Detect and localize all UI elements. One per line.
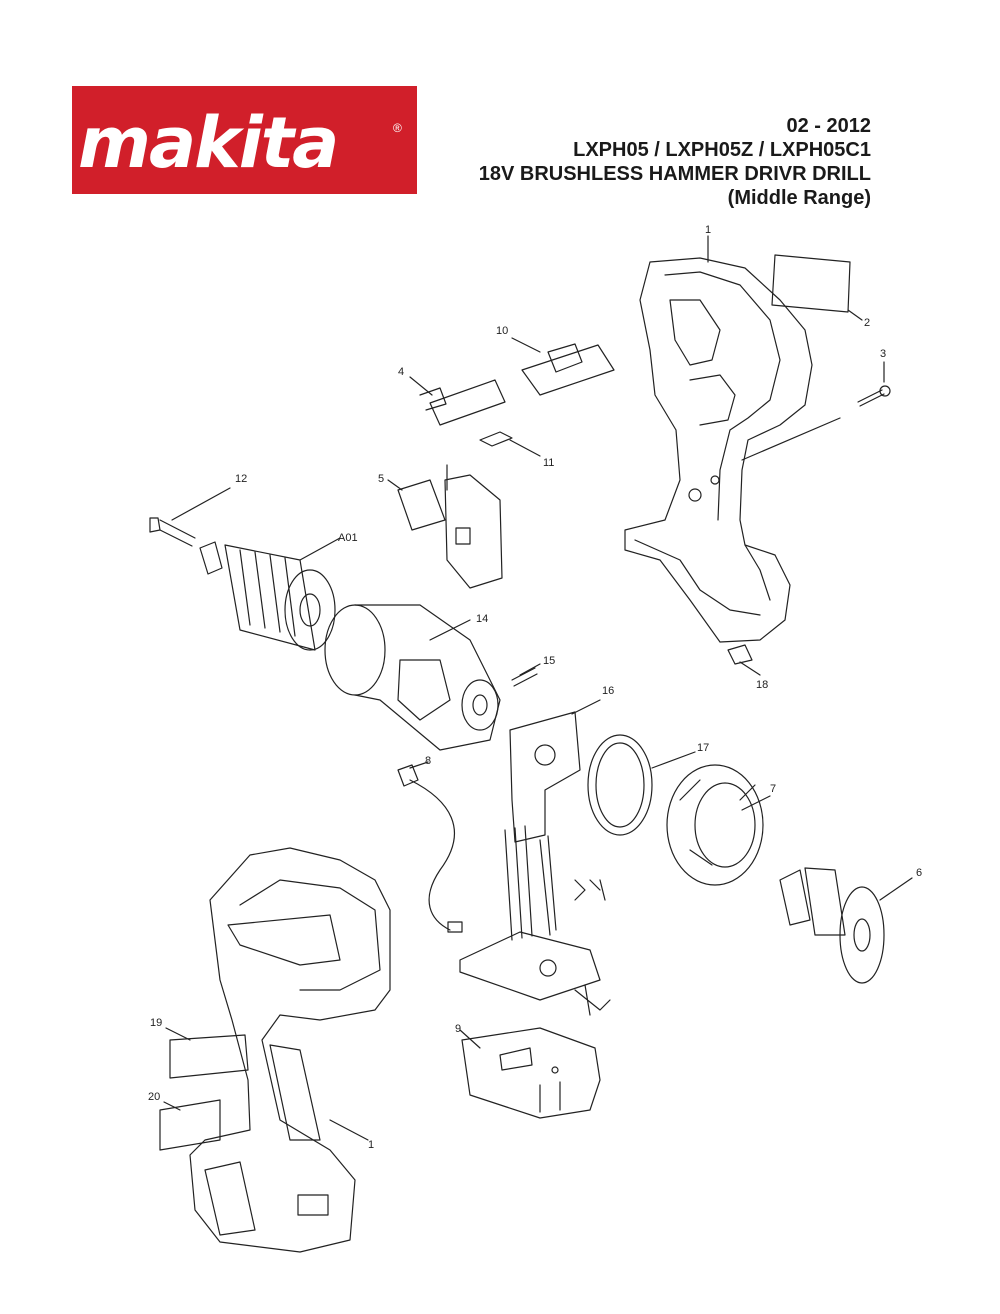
leader-line — [511, 337, 541, 353]
callout-1-bottom: 1 — [368, 1139, 374, 1151]
document-title: 18V BRUSHLESS HAMMER DRIVR DRILL — [478, 163, 871, 185]
registered-mark: ® — [393, 121, 402, 135]
callout-17: 17 — [697, 742, 709, 754]
leader-line — [739, 661, 761, 676]
leader-line — [409, 761, 429, 769]
leader-line — [651, 751, 696, 769]
callout-20: 20 — [148, 1091, 160, 1103]
part-housing-right-half — [624, 257, 813, 643]
part-baffle-plate — [509, 711, 581, 843]
leader-line — [847, 309, 863, 321]
callout-15: 15 — [543, 655, 555, 667]
callout-5: 5 — [378, 473, 384, 485]
callout-11: 11 — [543, 457, 554, 469]
part-retaining-ring — [587, 734, 653, 836]
document-subtitle: (Middle Range) — [727, 187, 871, 209]
part-small-screw — [511, 667, 538, 687]
part-assembled-tool-body — [189, 847, 391, 1253]
callout-1-top: 1 — [705, 224, 711, 236]
part-keyless-chuck — [199, 541, 336, 651]
part-chuck-screw — [149, 517, 196, 547]
callout-12: 12 — [235, 473, 247, 485]
part-battery-terminal — [461, 1027, 601, 1119]
callout-6: 6 — [916, 867, 922, 879]
part-screw — [857, 385, 891, 407]
part-led-cord — [397, 764, 463, 933]
callout-3: 3 — [880, 348, 886, 360]
leader-line — [387, 479, 403, 491]
leader-line — [571, 699, 601, 715]
document-header: 02 - 2012 LXPH05 / LXPH05Z / LXPH05C1 18… — [479, 114, 871, 210]
leader-line — [519, 663, 541, 676]
part-spring — [479, 431, 513, 447]
leader-line — [165, 1027, 191, 1041]
part-controller — [459, 825, 611, 1016]
logo-wordmark: makita — [78, 102, 339, 184]
part-gear-assembly — [324, 604, 501, 751]
part-label-plate — [771, 254, 851, 313]
callout-4: 4 — [398, 366, 404, 378]
callout-2: 2 — [864, 317, 870, 329]
leader-line — [459, 1029, 481, 1049]
leader-line — [163, 1101, 181, 1111]
part-hook-clip — [727, 644, 753, 665]
callout-16: 16 — [602, 685, 614, 697]
callout-a01: A01 — [338, 532, 358, 544]
callout-19: 19 — [150, 1017, 162, 1029]
document-date: 02 - 2012 — [786, 115, 871, 137]
model-numbers: LXPH05 / LXPH05Z / LXPH05C1 — [573, 139, 871, 161]
leader-line — [429, 619, 471, 641]
callout-9: 9 — [455, 1023, 461, 1035]
part-rotor — [779, 867, 885, 984]
part-switch — [397, 464, 503, 589]
leader-line — [741, 795, 771, 811]
leader-line — [509, 439, 541, 457]
callout-7: 7 — [770, 783, 776, 795]
leader-line — [299, 537, 341, 561]
part-rating-label — [159, 1099, 221, 1151]
part-nameplate — [169, 1034, 249, 1079]
part-switch-lever — [419, 379, 506, 426]
callout-8: 8 — [425, 755, 431, 767]
leader-line — [741, 417, 841, 461]
part-slide-switch — [521, 343, 615, 396]
makita-logo: makita ® — [72, 86, 417, 194]
callout-10: 10 — [496, 325, 508, 337]
leader-line — [879, 877, 913, 901]
leader-line — [409, 376, 433, 396]
leader-line — [171, 487, 231, 521]
leader-line — [329, 1119, 369, 1141]
part-stator — [666, 764, 764, 886]
callout-18: 18 — [756, 679, 768, 691]
callout-14: 14 — [476, 613, 488, 625]
